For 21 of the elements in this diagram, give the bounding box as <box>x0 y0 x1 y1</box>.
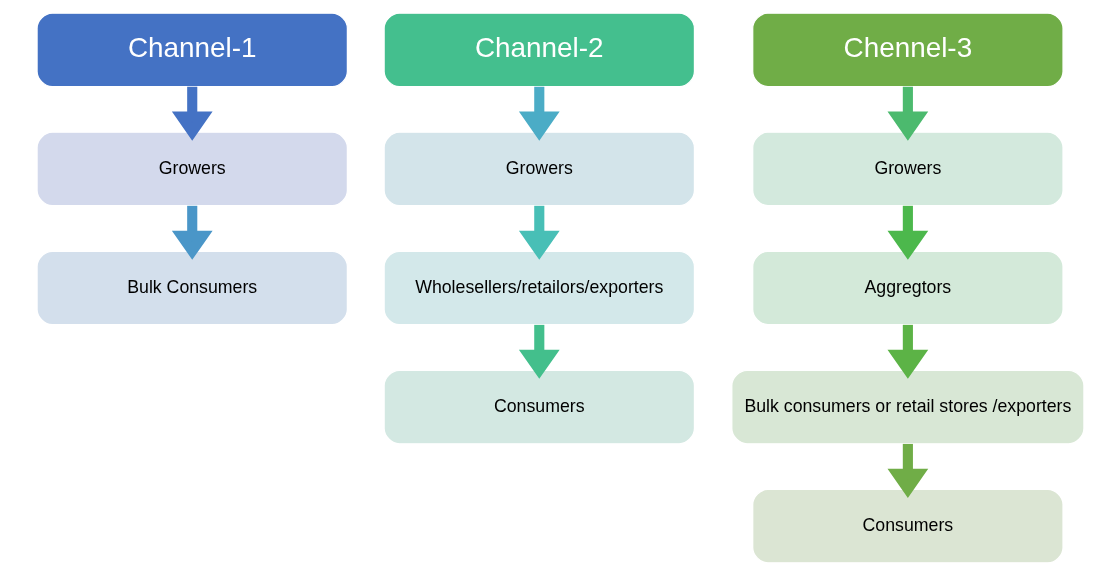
node-box: Aggregtors <box>751 250 1064 326</box>
node-box: Consumers <box>383 369 695 445</box>
node-box: Wholesellers/retailors/exporters <box>383 250 695 326</box>
arrow <box>887 324 928 379</box>
node-box: Channel-2 <box>383 12 695 88</box>
node-box: Bulk consumers or retail stores /exporters <box>730 369 1085 445</box>
arrow <box>887 443 928 498</box>
arrow <box>518 205 560 260</box>
arrow <box>518 324 560 379</box>
node-box: Growers <box>35 131 348 207</box>
node-box: Bulk Consumers <box>35 250 348 326</box>
arrow <box>887 205 928 260</box>
node-box: Chennel-3 <box>751 12 1064 88</box>
arrow <box>171 205 213 260</box>
node-box: Consumers <box>751 488 1064 564</box>
node-box: Growers <box>751 131 1064 207</box>
arrow <box>887 86 928 141</box>
node-box: Channel-1 <box>35 12 348 88</box>
arrow <box>171 86 213 141</box>
node-box: Growers <box>383 131 695 207</box>
arrow <box>518 86 560 141</box>
